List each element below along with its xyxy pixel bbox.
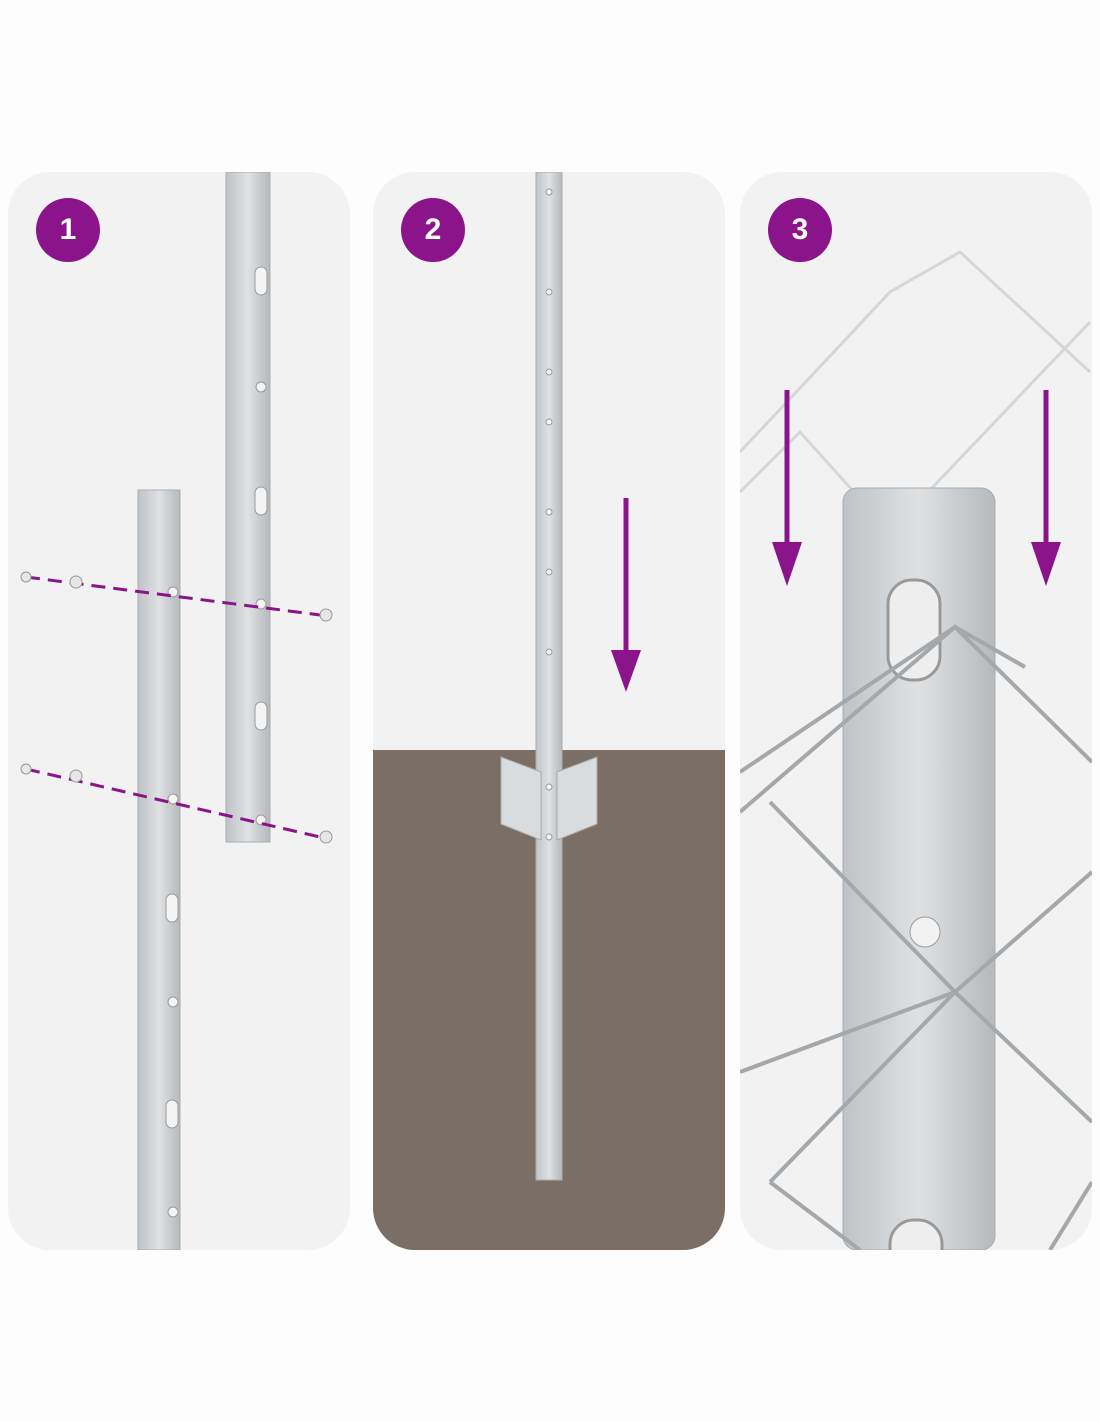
arrow-down-icon bbox=[611, 498, 641, 692]
screw-icon bbox=[20, 571, 333, 844]
step-number-badge: 2 bbox=[401, 198, 465, 262]
post-icon bbox=[535, 172, 563, 1181]
post-assembly-illustration bbox=[20, 172, 333, 1250]
step-number-badge: 1 bbox=[36, 198, 100, 262]
step-number-badge: 3 bbox=[768, 198, 832, 262]
step-3-panel: 3 bbox=[740, 172, 1092, 1250]
arrow-down-icon bbox=[1031, 390, 1061, 586]
step-2-panel: 2 bbox=[373, 172, 725, 1250]
mesh-attachment-illustration bbox=[740, 250, 1092, 1250]
arrow-down-icon bbox=[772, 390, 802, 586]
chain-link-mesh-icon bbox=[740, 624, 1092, 1250]
step-1-panel: 1 bbox=[8, 172, 350, 1250]
anchor-plate-icon bbox=[500, 756, 542, 841]
lower-post-icon bbox=[137, 489, 181, 1250]
post-in-ground-illustration bbox=[373, 172, 725, 1250]
